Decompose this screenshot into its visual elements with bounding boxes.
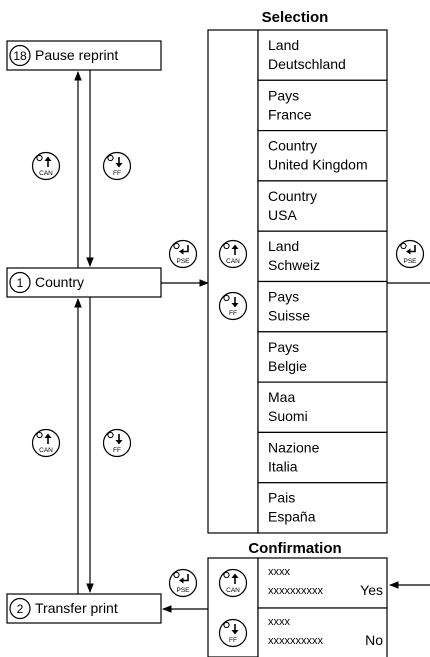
confirmation-item-line2: xxxxxxxxxx	[268, 585, 324, 597]
selection-item-line1: Country	[268, 188, 317, 204]
menu-label: Transfer print	[35, 600, 118, 616]
selection-item-line2: Belgie	[268, 358, 307, 374]
confirmation-item-line1: xxxx	[268, 616, 291, 628]
selection-item-line1: Pays	[268, 289, 299, 305]
selection-item-line2: Suisse	[268, 308, 310, 324]
selection-item-line2: España	[268, 509, 316, 525]
selection-item-line1: Land	[268, 238, 299, 254]
key-ff-confirmation[interactable]: FF	[218, 618, 248, 648]
key-label: FF	[113, 447, 121, 454]
key-pse-confirmation[interactable]: PSE	[168, 568, 198, 598]
menu-number: 1	[17, 276, 24, 290]
number-badge	[9, 44, 31, 67]
selection-item-line1: Country	[268, 138, 317, 154]
key-label: PSE	[176, 258, 190, 265]
key-label: PSE	[403, 258, 417, 265]
key-can-confirmation[interactable]: CAN	[218, 568, 248, 598]
selection-item-line2: USA	[268, 207, 297, 223]
confirmation-heading: Confirmation	[248, 540, 341, 557]
number-badge	[9, 597, 31, 620]
key-ff-upper[interactable]: FF	[102, 151, 132, 181]
key-can-upper[interactable]: CAN	[31, 151, 61, 181]
key-ff-selection[interactable]: FF	[218, 291, 248, 321]
menu-item-transfer-print[interactable]: 2 Transfer print	[6, 593, 162, 624]
selection-item-line2: Deutschland	[268, 56, 346, 72]
key-pse-selection-exit[interactable]: PSE	[395, 239, 425, 269]
confirmation-item-line2: xxxxxxxxxx	[268, 635, 324, 647]
confirmation-answer: No	[365, 632, 383, 648]
selection-item-line1: Nazione	[268, 439, 320, 455]
selection-heading: Selection	[262, 9, 329, 26]
key-ff-lower[interactable]: FF	[102, 428, 132, 458]
menu-label: Pause reprint	[35, 47, 118, 63]
selection-item-line2: France	[268, 106, 312, 122]
selection-key-column	[207, 29, 259, 534]
selection-item-line1: Land	[268, 37, 299, 53]
number-badge	[9, 271, 31, 294]
selection-item-line2: Schweiz	[268, 257, 320, 273]
selection-item-line1: Maa	[268, 389, 295, 405]
key-label: FF	[229, 310, 237, 317]
key-can-selection[interactable]: CAN	[218, 239, 248, 269]
key-label: CAN	[226, 587, 240, 594]
key-label: CAN	[39, 170, 53, 177]
key-can-lower[interactable]: CAN	[31, 428, 61, 458]
key-label: PSE	[176, 587, 190, 594]
selection-item-line1: Pays	[268, 87, 299, 103]
key-label: CAN	[39, 447, 53, 454]
confirmation-answer: Yes	[360, 582, 383, 598]
menu-number: 2	[17, 602, 24, 616]
key-label: FF	[229, 637, 237, 644]
selection-item-line2: Suomi	[268, 408, 308, 424]
confirmation-item-line1: xxxx	[268, 566, 291, 578]
selection-item-line1: Pais	[268, 490, 295, 506]
menu-number: 18	[13, 49, 27, 63]
key-label: FF	[113, 170, 121, 177]
selection-item-line2: Italia	[268, 458, 298, 474]
menu-item-pause-reprint[interactable]: 18 Pause reprint	[6, 40, 162, 71]
menu-item-country[interactable]: 1 Country	[6, 267, 162, 298]
menu-label: Country	[35, 274, 84, 290]
key-label: CAN	[226, 258, 240, 265]
selection-item-line1: Pays	[268, 339, 299, 355]
key-pse-country[interactable]: PSE	[168, 239, 198, 269]
selection-item-line2: United Kingdom	[268, 157, 368, 173]
